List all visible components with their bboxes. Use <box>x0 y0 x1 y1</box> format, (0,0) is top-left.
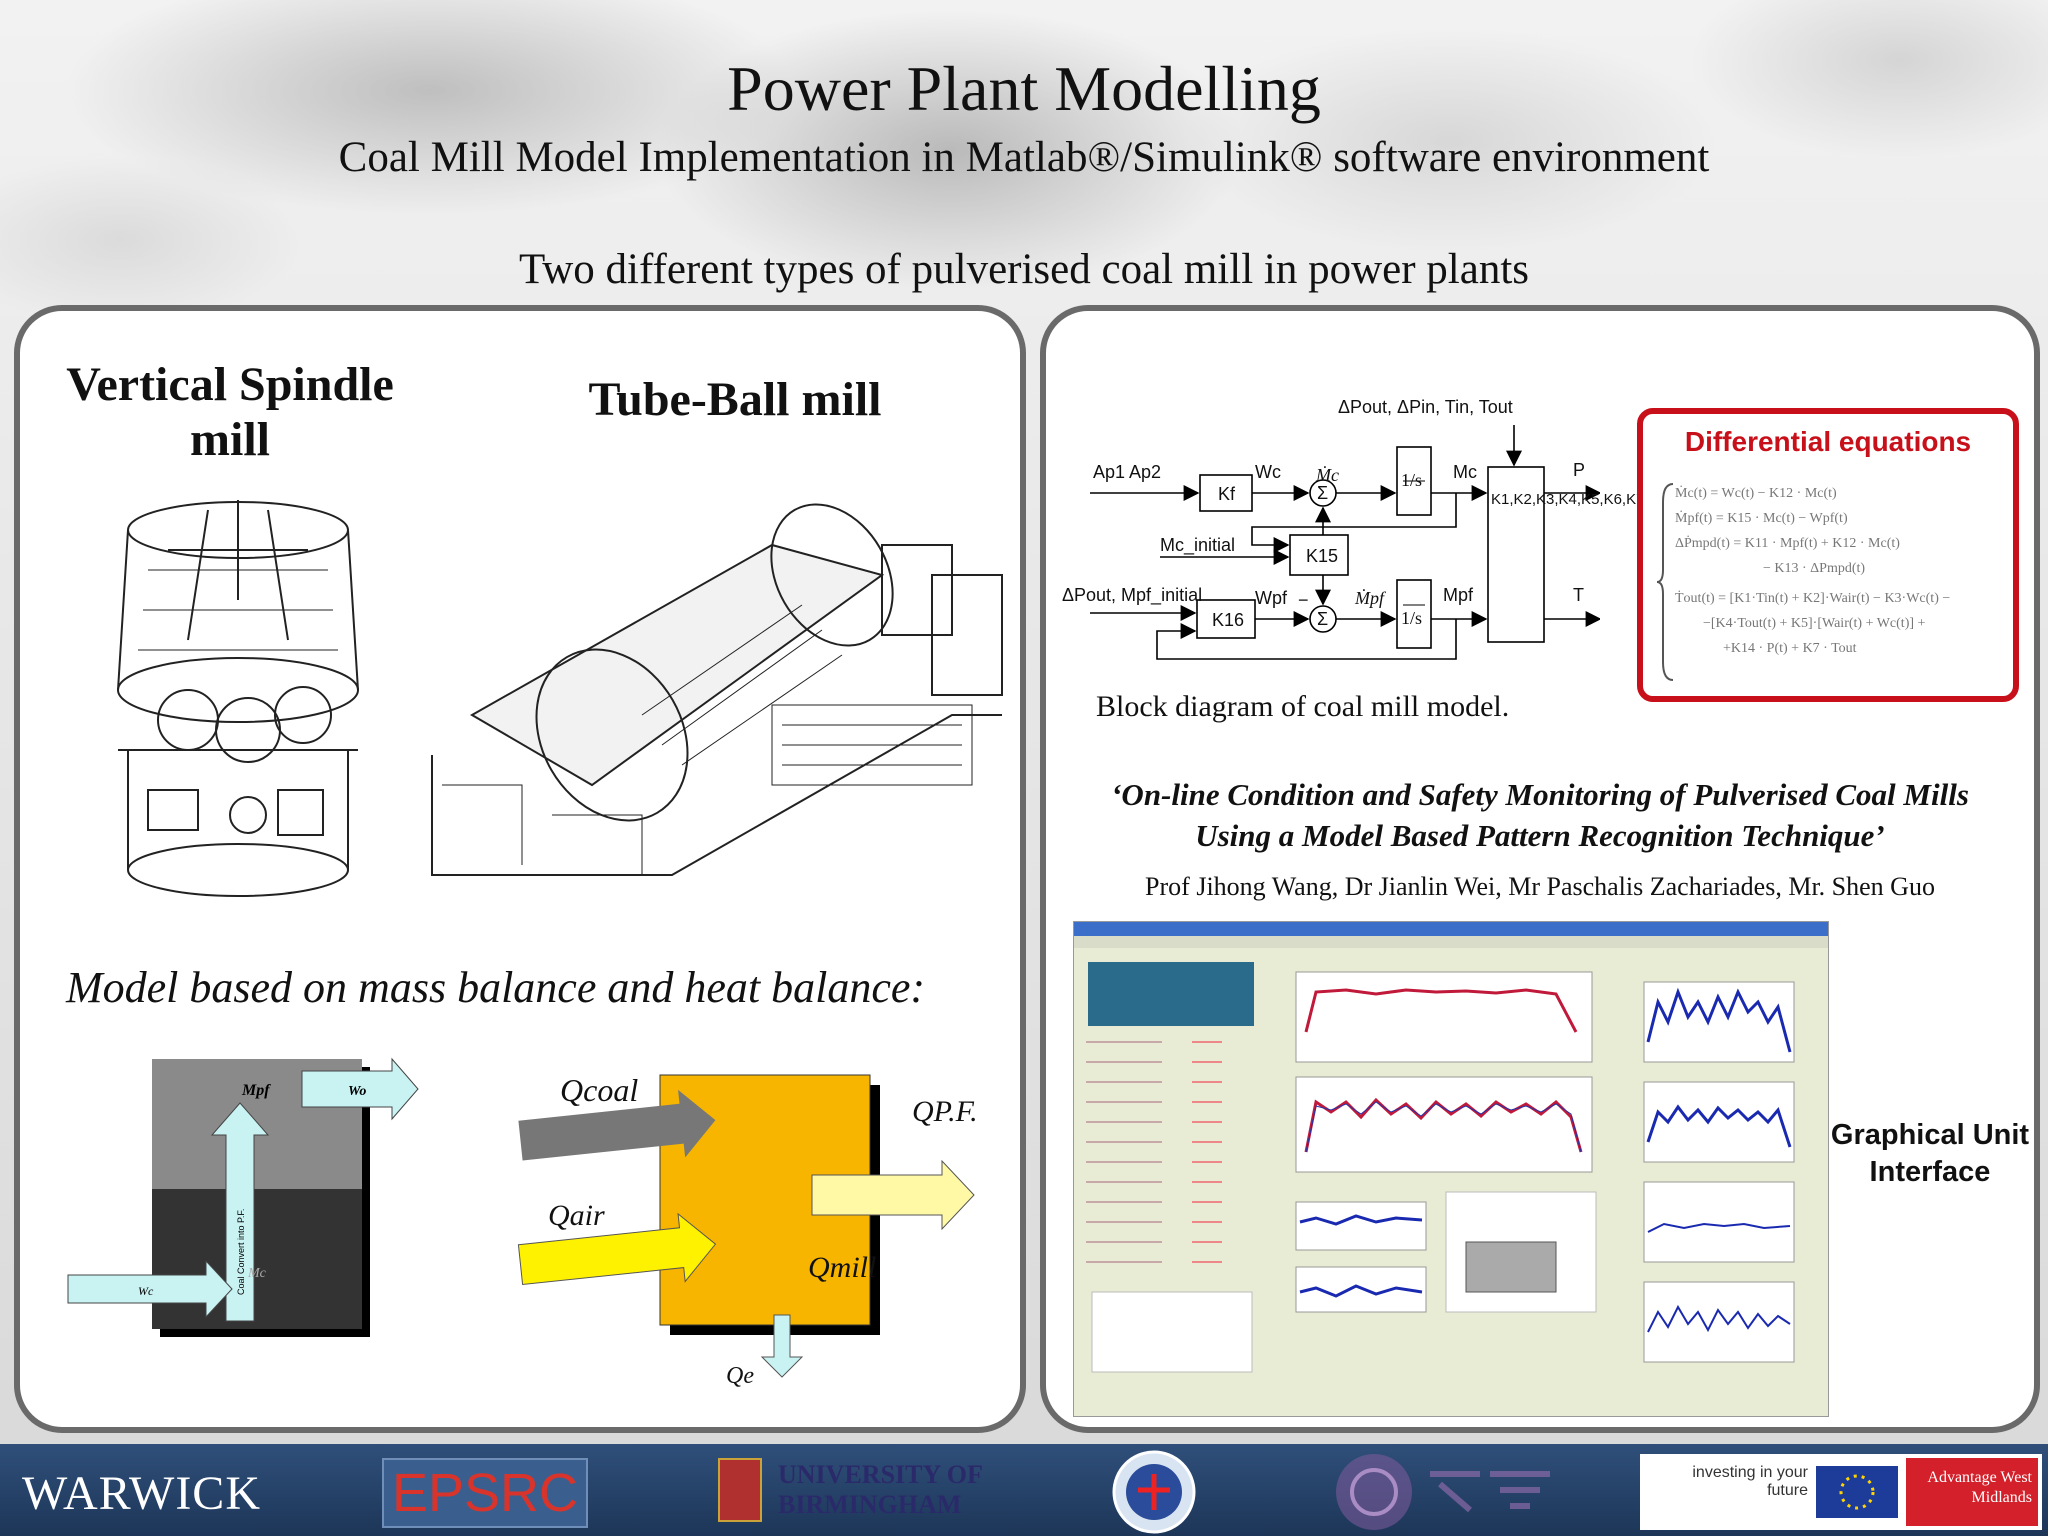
mc-initial-label: Mc_initial <box>1160 535 1236 555</box>
gui-label: Graphical Unit Interface <box>1830 1119 2030 1188</box>
wc-label: Wc <box>1255 462 1281 482</box>
gui-lower-plots <box>1295 1191 1597 1313</box>
tube-ball-mill-image <box>431 503 1003 876</box>
equation-5: Ṫout(t) = [K1·Tin(t) + K2]·Wair(t) − K3·… <box>1675 591 1951 606</box>
authors: Prof Jihong Wang, Dr Jianlin Wei, Mr Pas… <box>1145 872 1935 901</box>
vertical-spindle-mill-image <box>117 500 359 897</box>
university-seal-icon <box>1112 1450 1196 1534</box>
differential-equations-title: Differential equations <box>1684 426 1972 457</box>
equation-7: +K14 · P(t) + K7 · Tout <box>1723 641 1857 656</box>
vertical-spindle-title: Vertical Spindle mill <box>66 358 394 466</box>
paper-title-line-2: Using a Model Based Pattern Recognition … <box>1195 818 1885 853</box>
birmingham-crest-icon <box>718 1458 762 1522</box>
minus-sign: − <box>1298 590 1309 610</box>
mc-label: Mc <box>247 1266 267 1281</box>
kf-block: Kf <box>1218 484 1236 504</box>
wo-label: Wo <box>348 1084 366 1099</box>
gui-titlebar <box>1074 922 1828 936</box>
equation-brace <box>1657 483 1674 681</box>
gui-main-plots <box>1295 971 1593 1173</box>
mpf-dot-label: Ṁpf <box>1355 588 1384 608</box>
mpf-label: Mpf <box>241 1082 271 1099</box>
equation-1: Ṁc(t) = Wc(t) − K12 · Mc(t) <box>1675 486 1837 501</box>
equation-4: − K13 · ΔPmpd(t) <box>1763 561 1866 576</box>
q-mill-label: Qmill <box>808 1251 876 1284</box>
gui-banner <box>1088 962 1254 1026</box>
k16-block: K16 <box>1212 610 1245 630</box>
output-t-label: T <box>1573 585 1584 605</box>
sigma-1: Σ <box>1317 483 1329 503</box>
equation-3: ΔṖmpd(t) = K11 · Mpf(t) + K12 · Mc(t) <box>1675 536 1900 551</box>
investing-text: investing in your future <box>1692 1464 1808 1499</box>
eu-flag-icon <box>1816 1466 1898 1518</box>
integrator-1: 1/s <box>1401 470 1423 490</box>
integrator-2: 1/s <box>1401 608 1423 628</box>
block-diagram-caption: Block diagram of coal mill model. <box>1096 690 1510 723</box>
k15-block: K15 <box>1306 546 1339 566</box>
page-title: Power Plant Modelling <box>727 53 1321 124</box>
tube-ball-title: Tube-Ball mill <box>588 373 882 426</box>
section-heading: Two different types of pulverised coal m… <box>518 246 1530 293</box>
gui-menubar <box>1074 936 1828 948</box>
model-description: Model based on mass balance and heat bal… <box>66 963 926 1012</box>
q-e-label: Qe <box>726 1363 754 1389</box>
top-inputs-label: ΔPout, ΔPin, Tin, Tout <box>1338 397 1513 417</box>
output-p-label: P <box>1573 460 1586 480</box>
q-coal-label: Qcoal <box>560 1072 638 1108</box>
warwick-logo: WARWICK <box>22 1467 261 1520</box>
conversion-arrow-label: Coal Convert into P.F. <box>236 1209 246 1295</box>
q-air-label: Qair <box>548 1199 605 1232</box>
gui-side-plots <box>1643 981 1795 1363</box>
epsrc-logo: EPSRC <box>382 1458 588 1528</box>
mc-label: Mc <box>1453 462 1477 482</box>
advantage-west-midlands-logo: Advantage West Midlands <box>1906 1458 2038 1526</box>
k-parameters-block: K1,K2,K3,K4,K5,K6,K7,K8,K14,K17 <box>1491 490 1729 510</box>
equation-2: Ṁpf(t) = K15 · Mc(t) − Wpf(t) <box>1675 511 1848 526</box>
mpf-label: Mpf <box>1443 585 1474 605</box>
differential-equations-box: Differential equations Ṁc(t) = Wc(t) − K… <box>1637 408 2019 702</box>
tsinghua-logo-icon <box>1336 1454 1550 1530</box>
equation-6: −[K4·Tout(t) + K5]·[Wair(t) + Wc(t)] + <box>1703 616 1926 631</box>
input-a-label: Ap1 Ap2 <box>1093 462 1162 482</box>
gui-parameter-list <box>1086 1041 1253 1373</box>
input-b-label: ΔPout, Mpf_initial <box>1062 585 1203 605</box>
sigma-2: Σ <box>1317 609 1329 629</box>
funding-logos: investing in your future Advantage West … <box>1640 1454 2042 1530</box>
gui-screenshot <box>1073 921 1829 1417</box>
wpf-label: Wpf <box>1255 588 1288 608</box>
heat-balance-diagram: Qcoal Qair QP.F. Qmill Qe <box>517 1072 978 1389</box>
mass-balance-diagram: Coal Convert into P.F. Mpf Wo Mc Wc <box>67 1057 419 1337</box>
q-pf-label: QP.F. <box>912 1095 978 1128</box>
footer-logo-bar: WARWICK EPSRC UNIVERSITY OF BIRMINGHAM i… <box>0 1444 2048 1536</box>
coal-mill-block-diagram <box>1090 425 1600 660</box>
birmingham-logo: UNIVERSITY OF BIRMINGHAM <box>778 1460 982 1519</box>
wc-label: Wc <box>138 1284 154 1298</box>
paper-title-line-1: ‘On-line Condition and Safety Monitoring… <box>1111 777 1969 812</box>
page-subtitle: Coal Mill Model Implementation in Matlab… <box>338 134 1710 181</box>
mc-dot-label: Ṁc <box>1316 465 1339 485</box>
